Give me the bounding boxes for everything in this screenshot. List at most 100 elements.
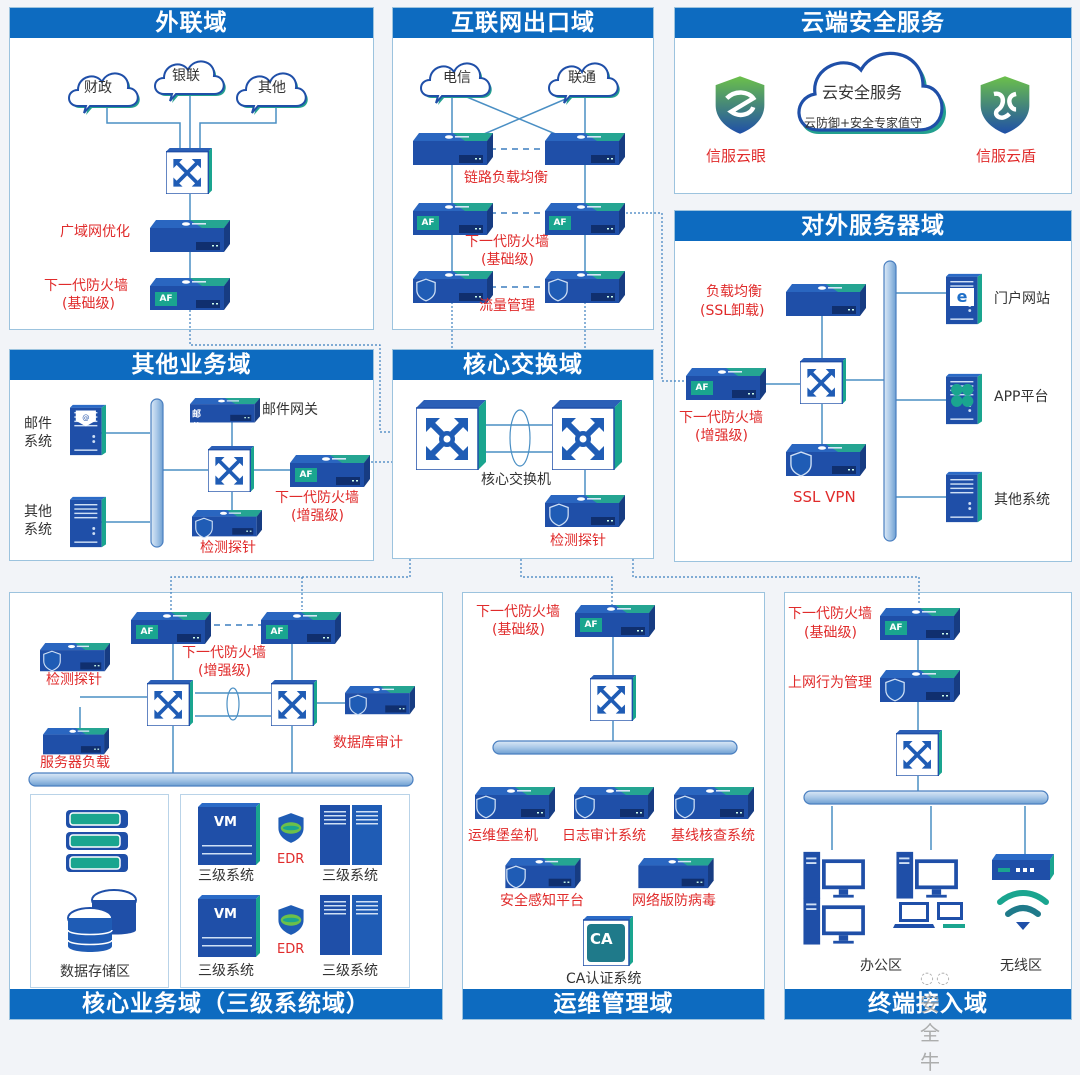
svg-text:@: @ bbox=[82, 413, 89, 422]
zone-external: 外联域 bbox=[9, 7, 374, 330]
vm-icon bbox=[198, 895, 260, 957]
shield-icon bbox=[548, 278, 568, 302]
ie-icon: e bbox=[950, 288, 974, 306]
cloud-label-unicom: 联通 bbox=[568, 70, 596, 86]
cloud-service-sub: 云防御+安全专家值守 bbox=[804, 116, 923, 130]
vpn-shield-icon bbox=[790, 451, 812, 477]
cloud-label-other: 其他 bbox=[258, 80, 286, 96]
antivirus-device bbox=[636, 858, 716, 890]
mail-gateway-label: 邮件网关 bbox=[262, 402, 318, 418]
ca-label: CA认证系统 bbox=[566, 971, 642, 987]
switch-icon bbox=[208, 446, 254, 492]
cloud-label-telecom: 电信 bbox=[443, 70, 471, 86]
ngfw-label: 下一代防火墙 bbox=[465, 234, 549, 250]
rack-server-icon bbox=[320, 895, 382, 955]
mail-gateway-badge: 邮件网关 bbox=[192, 410, 202, 459]
other-server-icon bbox=[70, 488, 106, 556]
cloud-service-title: 云安全服务 bbox=[822, 83, 903, 102]
cloud-label-finance: 财政 bbox=[84, 80, 112, 96]
probe-label: 检测探针 bbox=[200, 540, 256, 556]
wan-opt-label: 广域网优化 bbox=[60, 224, 130, 240]
ngfw-level: (增强级) bbox=[291, 508, 344, 524]
ngfw-label: 下一代防火墙 bbox=[476, 604, 560, 620]
ngfw-level: (基础级) bbox=[481, 252, 534, 268]
vm-badge: VM bbox=[214, 815, 237, 830]
vm-icon bbox=[198, 803, 260, 865]
zone-title: 对外服务器域 bbox=[675, 211, 1071, 241]
ngfw-level: (增强级) bbox=[695, 428, 748, 444]
zone-title: 外联域 bbox=[10, 8, 373, 38]
yundun-label: 信服云盾 bbox=[976, 147, 1037, 165]
ngfw-level: (增强级) bbox=[198, 663, 251, 679]
zone-title: 互联网出口域 bbox=[393, 8, 653, 38]
switch-icon bbox=[590, 675, 636, 721]
zone-title: 其他业务域 bbox=[10, 350, 373, 380]
zone-title: 终端接入域 bbox=[785, 989, 1071, 1019]
laptop-icon bbox=[893, 902, 965, 928]
vm-badge: VM bbox=[214, 907, 237, 922]
ssl-vpn-label: SSL VPN bbox=[793, 488, 856, 506]
other-system-label-2: 系统 bbox=[24, 522, 52, 538]
other-server-icon bbox=[946, 464, 982, 530]
sta-shield-icon bbox=[549, 503, 569, 527]
ngfw-label: 下一代防火墙 bbox=[182, 645, 266, 661]
sta-shield-icon bbox=[195, 517, 213, 539]
probe-label: 检测探针 bbox=[550, 533, 606, 549]
tier3-label: 三级系统 bbox=[322, 868, 378, 884]
lb-label: 负载均衡 bbox=[706, 284, 762, 300]
zone-title: 核心交换域 bbox=[393, 350, 653, 380]
link-lb-device bbox=[413, 133, 493, 167]
ngfw-label: 下一代防火墙 bbox=[788, 606, 872, 622]
ngfw-level: (基础级) bbox=[62, 296, 115, 312]
edr-label: EDR bbox=[277, 942, 305, 957]
ac-shield-icon bbox=[885, 678, 905, 702]
office-label: 办公区 bbox=[860, 958, 902, 974]
af-badge: AF bbox=[417, 216, 439, 230]
core-switch-icon bbox=[552, 400, 622, 470]
wireless-ap-icon bbox=[992, 854, 1054, 880]
core-business-bus bbox=[28, 772, 414, 787]
ca-icon bbox=[583, 916, 633, 966]
zone-title: 核心业务域（三级系统域） bbox=[10, 989, 442, 1019]
server-label-portal: 门户网站 bbox=[994, 291, 1050, 307]
af-badge: AF bbox=[580, 618, 602, 632]
af-badge: AF bbox=[691, 381, 713, 395]
ops-device-label: 网络版防病毒 bbox=[632, 893, 716, 909]
desktop-pc-icon bbox=[896, 850, 962, 906]
ngfw-label: 下一代防火墙 bbox=[44, 278, 128, 294]
cloud-service-icon bbox=[797, 51, 946, 134]
edr-icon bbox=[278, 905, 304, 935]
af-badge: AF bbox=[266, 625, 288, 639]
storage-rack-icon bbox=[66, 810, 128, 872]
load-balancer-device bbox=[786, 284, 866, 318]
lb-sub-label: (SSL卸载) bbox=[700, 303, 765, 319]
zone-title: 云端安全服务 bbox=[675, 8, 1071, 38]
switch-icon bbox=[147, 680, 193, 726]
business-bus bbox=[150, 398, 164, 548]
watermark-text: 安全牛 bbox=[920, 992, 942, 1074]
server-bus bbox=[883, 260, 897, 542]
switch-icon bbox=[896, 730, 942, 776]
af-badge: AF bbox=[155, 292, 177, 306]
cloud-label-unionpay: 银联 bbox=[172, 68, 200, 84]
ngfw-level: (基础级) bbox=[492, 622, 545, 638]
shield-icon bbox=[476, 795, 496, 819]
shield-icon bbox=[416, 278, 436, 302]
ops-bus bbox=[492, 740, 738, 755]
server-label-app: APP平台 bbox=[994, 389, 1049, 405]
app-server-icon bbox=[946, 366, 982, 432]
ngfw-level: (基础级) bbox=[804, 625, 857, 641]
db-audit-label: 数据库审计 bbox=[333, 735, 403, 751]
server-label-other: 其他系统 bbox=[994, 492, 1050, 508]
ops-device-label: 运维堡垒机 bbox=[468, 828, 538, 844]
mail-server-icon: @ bbox=[70, 396, 106, 464]
traffic-mgmt-label: 流量管理 bbox=[479, 298, 535, 314]
tier3-label: 三级系统 bbox=[198, 963, 254, 979]
wechat-icon: ◌◌ bbox=[920, 968, 952, 987]
wifi-icon bbox=[997, 890, 1049, 930]
server-lb-label: 服务器负载 bbox=[40, 755, 110, 771]
switch-icon bbox=[271, 680, 317, 726]
af-badge: AF bbox=[295, 468, 317, 482]
ngfw-label: 下一代防火墙 bbox=[275, 490, 359, 506]
tier3-label: 三级系统 bbox=[198, 868, 254, 884]
